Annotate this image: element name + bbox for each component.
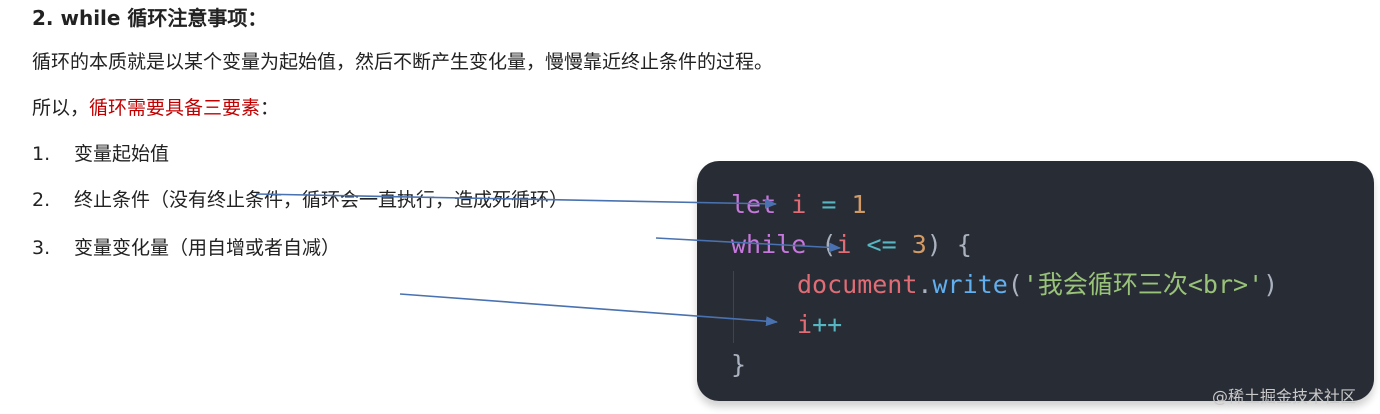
- list-text: 变量起始值: [74, 143, 170, 165]
- variable-i: i: [791, 190, 807, 219]
- string-literal: '我会循环三次<br>': [1022, 270, 1264, 299]
- method-write: write: [932, 270, 1008, 299]
- list-text: 终止条件（没有终止条件，循环会一直执行，造成死循环）: [74, 189, 569, 211]
- code-line-2: while (i <= 3) {: [731, 225, 972, 265]
- paragraph-suffix: ：: [260, 97, 280, 119]
- list-item: 2. 终止条件（没有终止条件，循环会一直执行，造成死循环）: [32, 186, 568, 214]
- list-number: 3.: [32, 237, 51, 259]
- operator-assign: =: [821, 190, 837, 219]
- operator-increment: ++: [812, 310, 843, 339]
- paren-close: ): [926, 230, 942, 259]
- number-literal: 3: [911, 230, 927, 259]
- code-block: let i = 1 while (i <= 3) { document.writ…: [697, 161, 1374, 401]
- code-line-4: i++: [797, 305, 842, 345]
- list-text: 变量变化量（用自增或者自减）: [74, 237, 341, 259]
- code-line-1: let i = 1: [731, 185, 867, 225]
- brace-close: }: [731, 350, 747, 379]
- list-number: 2.: [32, 189, 51, 211]
- paren-open: (: [1007, 270, 1023, 299]
- list-item: 3. 变量变化量（用自增或者自减）: [32, 234, 340, 262]
- keyword-let: let: [731, 190, 777, 219]
- object-document: document: [797, 270, 918, 299]
- loop-essence-paragraph: 循环的本质就是以某个变量为起始值，然后不断产生变化量，慢慢靠近终止条件的过程。: [32, 51, 774, 73]
- paren-close: ): [1263, 270, 1279, 299]
- three-elements-paragraph: 所以，循环需要具备三要素：: [32, 94, 279, 122]
- operator-lte: <=: [866, 230, 897, 259]
- three-elements-highlight: 循环需要具备三要素: [89, 97, 261, 119]
- indent-guide: [733, 271, 734, 343]
- keyword-while: while: [731, 230, 807, 259]
- paragraph-prefix: 所以，: [32, 97, 90, 119]
- code-line-3: document.write('我会循环三次<br>'): [797, 265, 1278, 305]
- watermark: @稀土掘金技术社区: [1212, 387, 1357, 406]
- list-item: 1. 变量起始值: [32, 140, 169, 168]
- list-number: 1.: [32, 143, 51, 165]
- variable-i: i: [797, 310, 813, 339]
- paren-open: (: [821, 230, 837, 259]
- number-literal: 1: [851, 190, 867, 219]
- brace-open: {: [956, 230, 972, 259]
- section-heading: 2. while 循环注意事项：: [32, 6, 268, 30]
- variable-i: i: [836, 230, 852, 259]
- code-line-5: }: [731, 345, 746, 385]
- dot: .: [917, 270, 933, 299]
